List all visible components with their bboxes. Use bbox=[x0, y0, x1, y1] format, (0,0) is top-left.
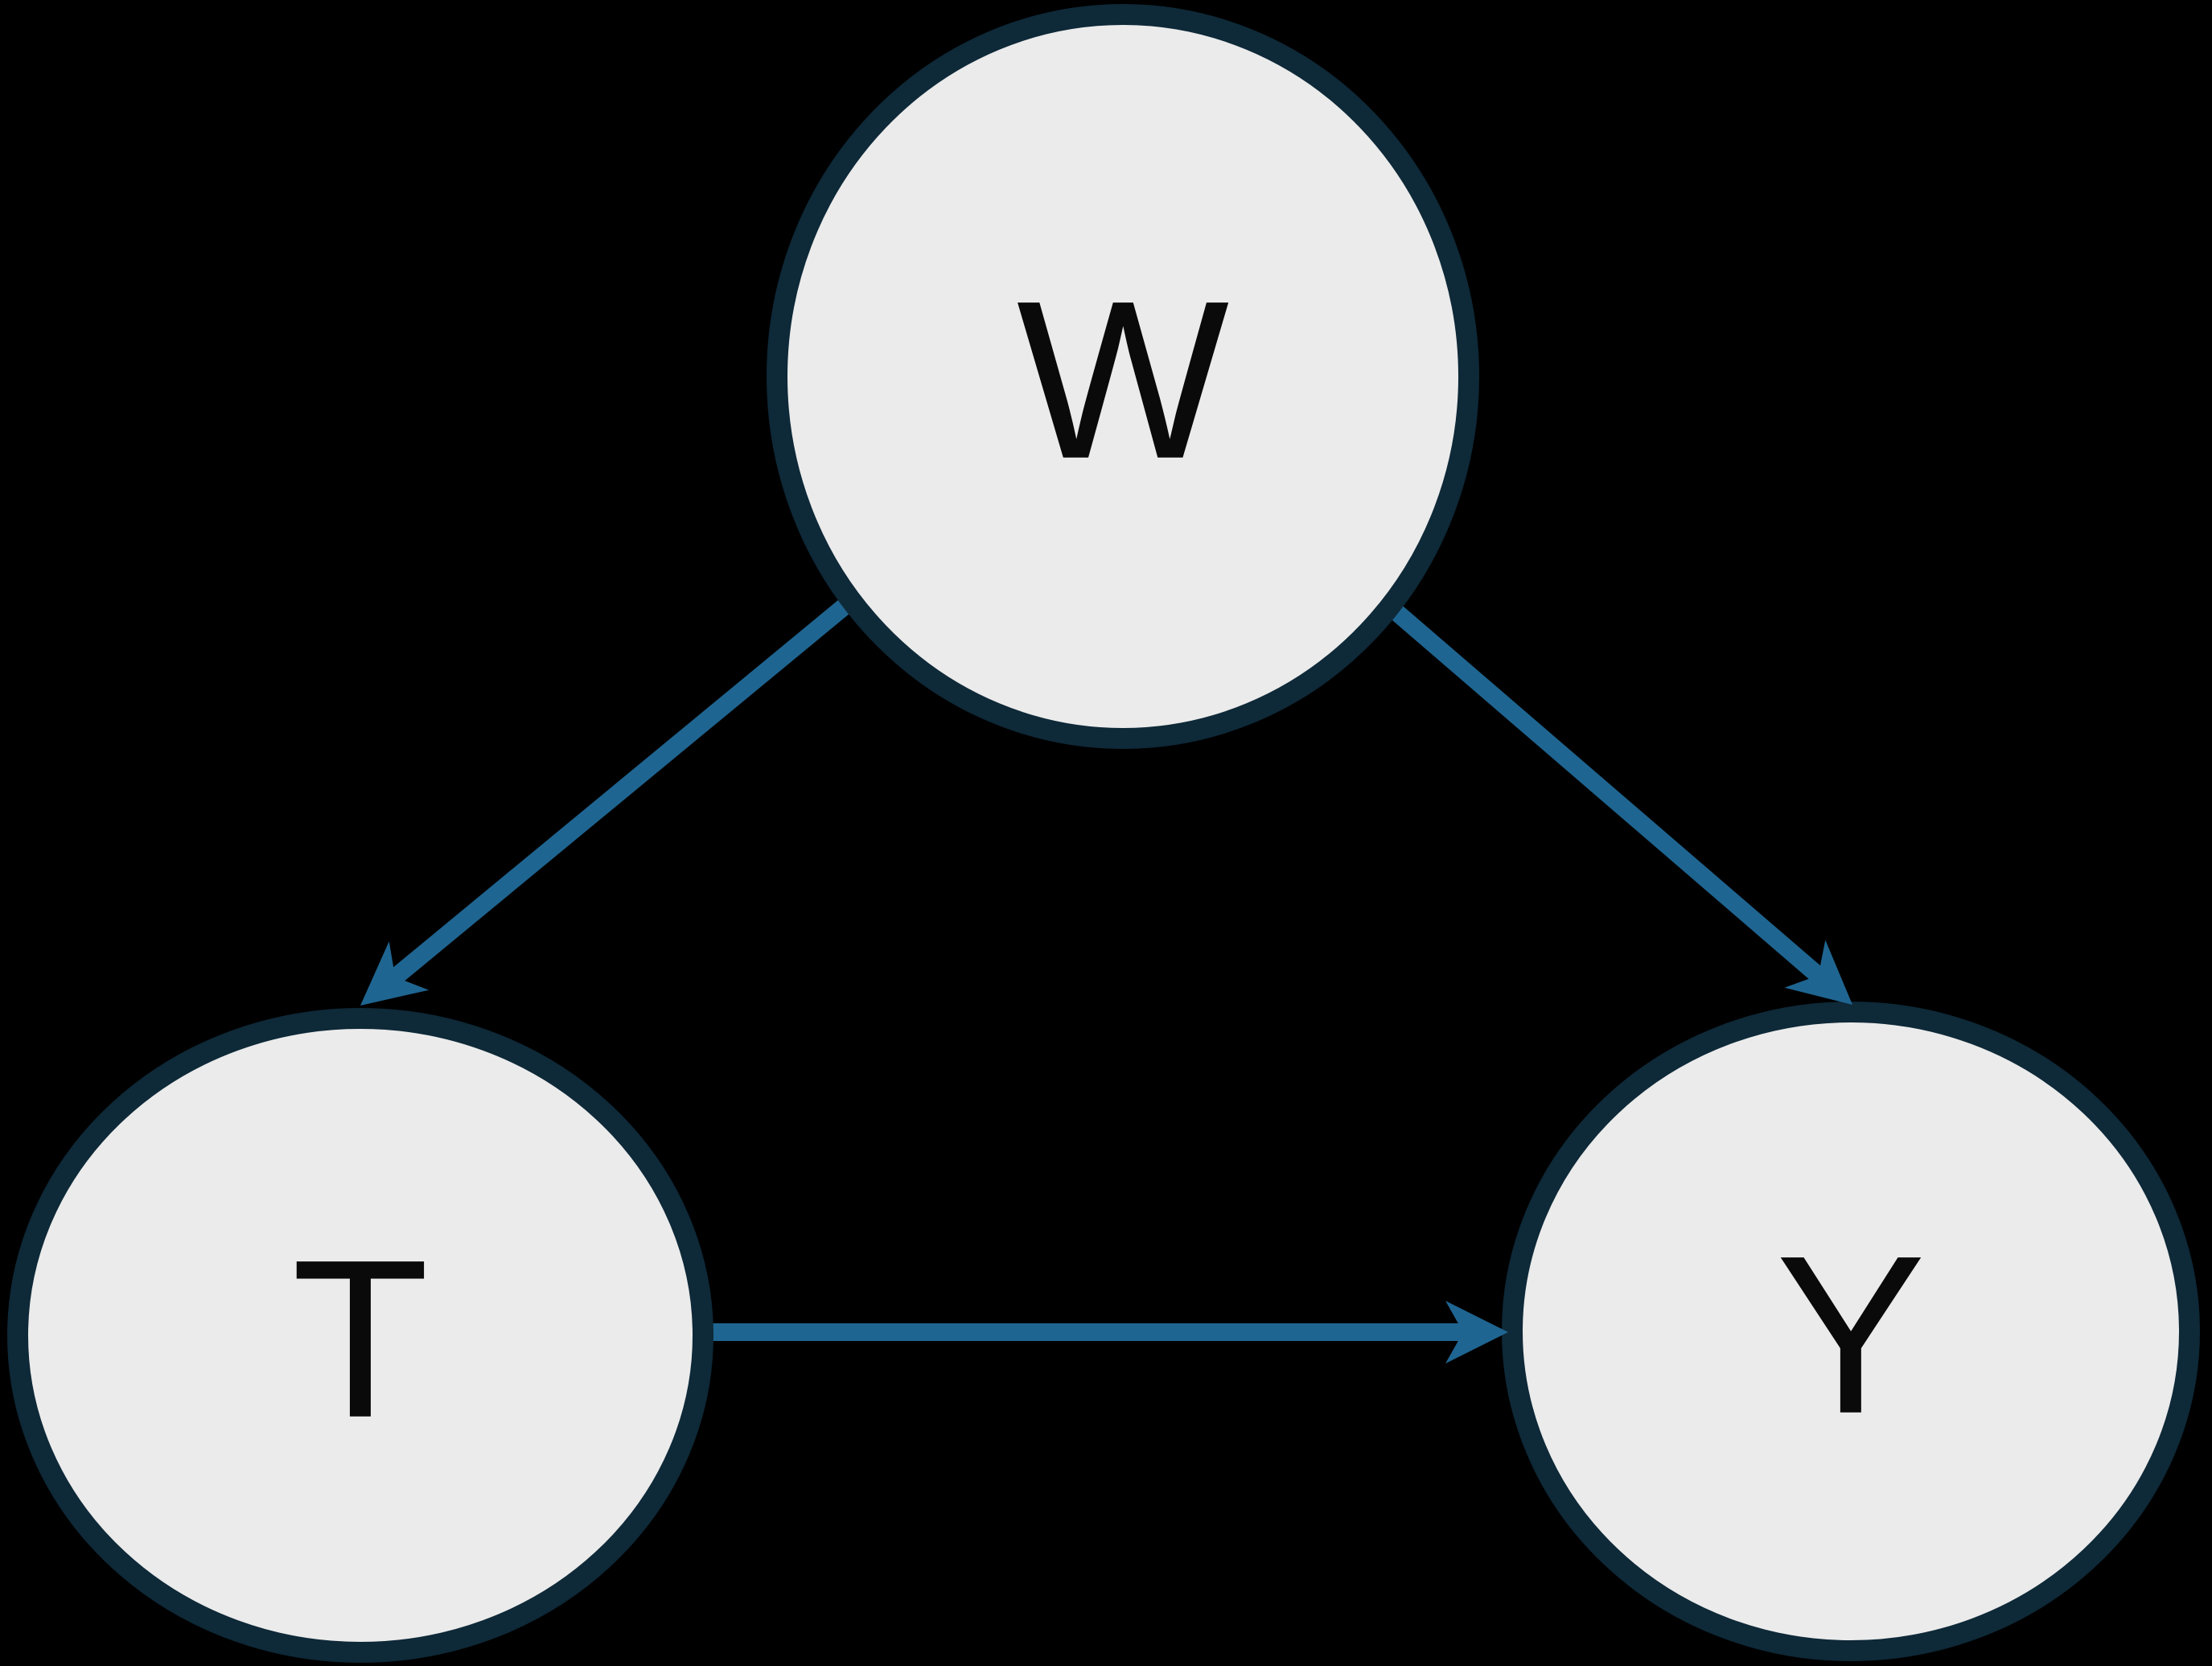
node-t-circle bbox=[7, 1008, 713, 1663]
node-y-label: Y bbox=[1776, 1210, 1926, 1461]
node-t: T bbox=[7, 1008, 713, 1663]
node-y: Y bbox=[1502, 1002, 2200, 1661]
arrowhead-layer bbox=[360, 940, 1852, 1364]
node-t-label: T bbox=[291, 1214, 429, 1465]
arrowhead-t-to-y bbox=[1445, 1301, 1508, 1364]
node-w-circle bbox=[767, 4, 1479, 749]
node-w: W bbox=[767, 4, 1479, 749]
arrowhead-w-to-t bbox=[360, 941, 430, 1006]
node-y-circle bbox=[1502, 1002, 2200, 1661]
node-w-label: W bbox=[1017, 255, 1231, 506]
arrowhead-w-to-y bbox=[1784, 940, 1852, 1005]
